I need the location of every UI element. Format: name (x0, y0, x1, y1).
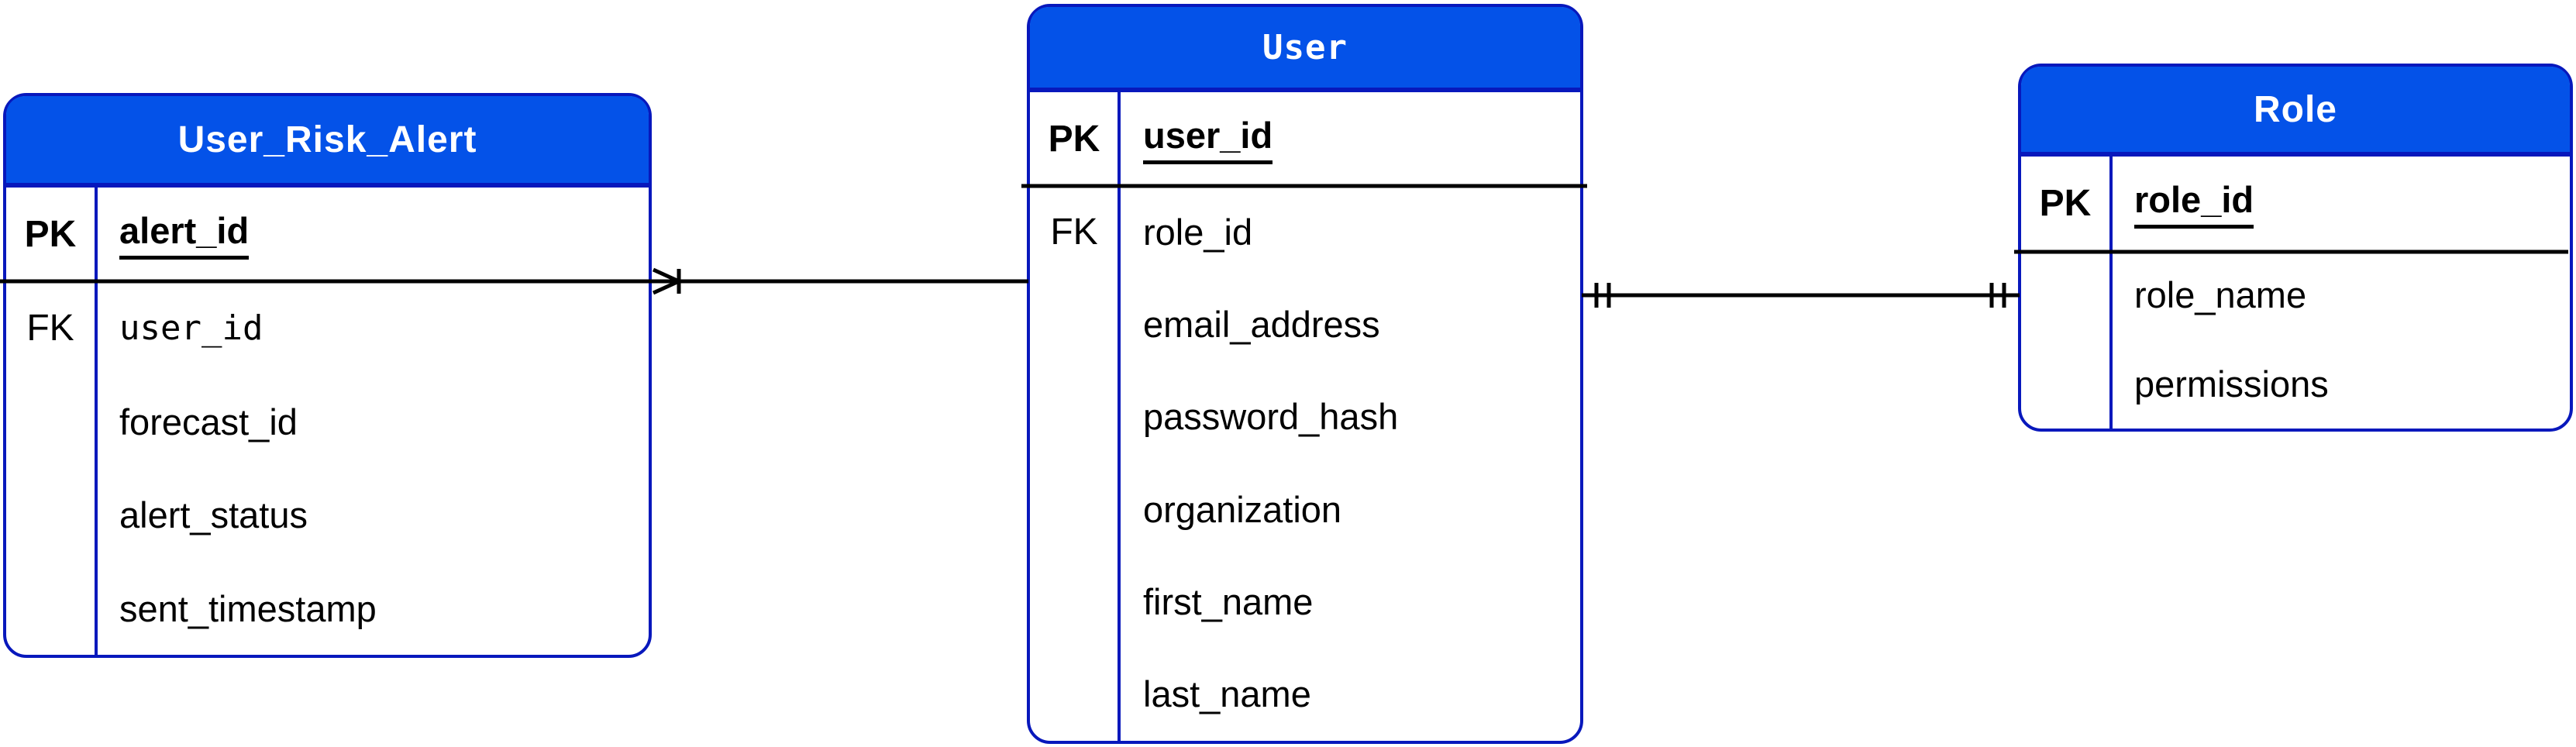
pk-label: PK (1048, 119, 1100, 160)
attribute-row: password_hash (1030, 370, 1580, 463)
entity-user[interactable]: User PK user_id FK role_id email_address… (1027, 4, 1583, 744)
pk-label: PK (2039, 183, 2092, 224)
fk-label: FK (26, 308, 74, 349)
pk-attribute-name: user_id (1143, 114, 1273, 164)
entity-header: User_Risk_Alert (6, 96, 649, 188)
attribute-name: last_name (1143, 673, 1311, 714)
attribute-row: first_name (1030, 556, 1580, 648)
attribute-row: last_name (1030, 648, 1580, 740)
attribute-name: first_name (1143, 581, 1314, 622)
attribute-name: role_name (2134, 274, 2307, 315)
attribute-name: password_hash (1143, 396, 1399, 437)
entity-title: Role (2253, 88, 2337, 130)
entity-header: Role (2021, 67, 2570, 157)
exactly-one-double-tick-icon (1989, 283, 2006, 308)
attribute-row: organization (1030, 463, 1580, 556)
attribute-row: forecast_id (6, 375, 649, 468)
attribute-name: email_address (1143, 304, 1380, 345)
attribute-row: permissions (2021, 339, 2570, 429)
pk-label: PK (24, 214, 77, 255)
key-column-divider (95, 188, 98, 655)
fk-label: FK (1050, 212, 1098, 253)
relationship-user-to-role[interactable] (1582, 283, 2020, 308)
attribute-name: alert_status (119, 494, 308, 535)
attribute-row: email_address (1030, 278, 1580, 370)
attribute-name: sent_timestamp (119, 587, 377, 629)
exactly-one-double-tick-icon (1594, 283, 1611, 308)
pk-row: PK alert_id (6, 188, 649, 281)
attribute-name: user_id (119, 308, 263, 348)
attribute-row: FK user_id (6, 281, 649, 375)
attribute-row: alert_status (6, 468, 649, 562)
entity-title: User (1262, 27, 1348, 67)
key-column-divider (1118, 92, 1121, 741)
pk-attribute-name: alert_id (119, 209, 250, 260)
attribute-name: organization (1143, 489, 1342, 530)
attribute-row: FK role_id (1030, 186, 1580, 278)
key-column-divider (2109, 157, 2113, 429)
entity-title: User_Risk_Alert (177, 119, 477, 160)
attribute-row: role_name (2021, 250, 2570, 339)
entity-user-risk-alert[interactable]: User_Risk_Alert PK alert_id FK user_id f… (3, 93, 652, 658)
crows-foot-many-icon (652, 267, 680, 295)
attribute-name: permissions (2134, 363, 2329, 404)
attribute-name: role_id (1143, 212, 1253, 253)
pk-row: PK user_id (1030, 92, 1580, 186)
relationship-user-risk-alert-to-user[interactable] (0, 267, 1028, 295)
attribute-row: sent_timestamp (6, 562, 649, 655)
entity-header: User (1030, 7, 1580, 92)
pk-attribute-name: role_id (2134, 178, 2254, 229)
pk-row: PK role_id (2021, 157, 2570, 250)
attribute-name: forecast_id (119, 401, 298, 442)
entity-role[interactable]: Role PK role_id role_name permissions (2018, 64, 2573, 432)
